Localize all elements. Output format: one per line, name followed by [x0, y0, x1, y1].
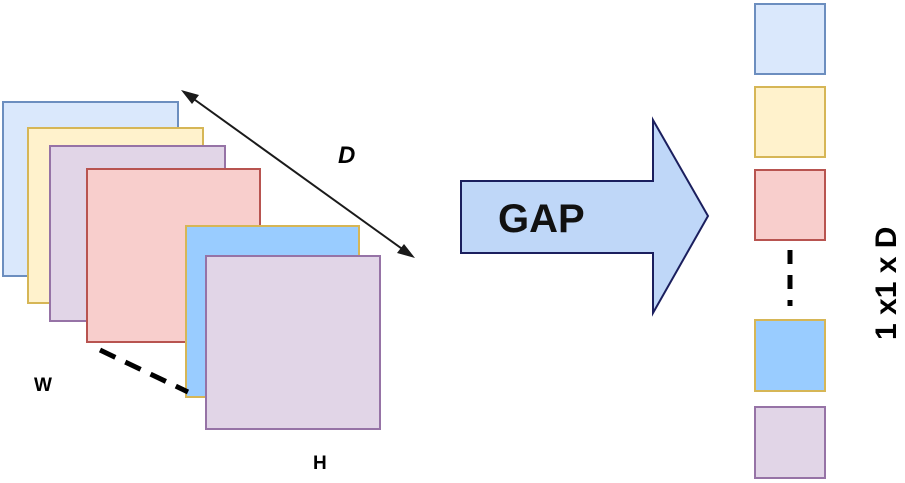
feature-map-stack — [2, 101, 381, 430]
output-cell-2 — [754, 86, 826, 158]
width-label: W — [34, 375, 52, 396]
depth-arrow — [181, 90, 415, 258]
output-cell-4 — [754, 319, 826, 392]
output-cell-1 — [754, 3, 826, 75]
depth-label: D — [338, 142, 355, 169]
height-label: H — [313, 453, 327, 474]
depth-arrow-head-end — [397, 244, 415, 258]
output-shape-label: 1 x1 x D — [870, 227, 903, 340]
output-cell-3 — [754, 169, 826, 241]
output-vector — [754, 3, 826, 479]
output-cell-5 — [754, 406, 826, 479]
feature-map-6 — [205, 255, 381, 430]
gap-arrow — [460, 116, 710, 317]
stack-ellipsis-dash — [98, 347, 190, 395]
depth-arrow-head-start — [181, 90, 199, 104]
gap-label: GAP — [498, 197, 585, 241]
